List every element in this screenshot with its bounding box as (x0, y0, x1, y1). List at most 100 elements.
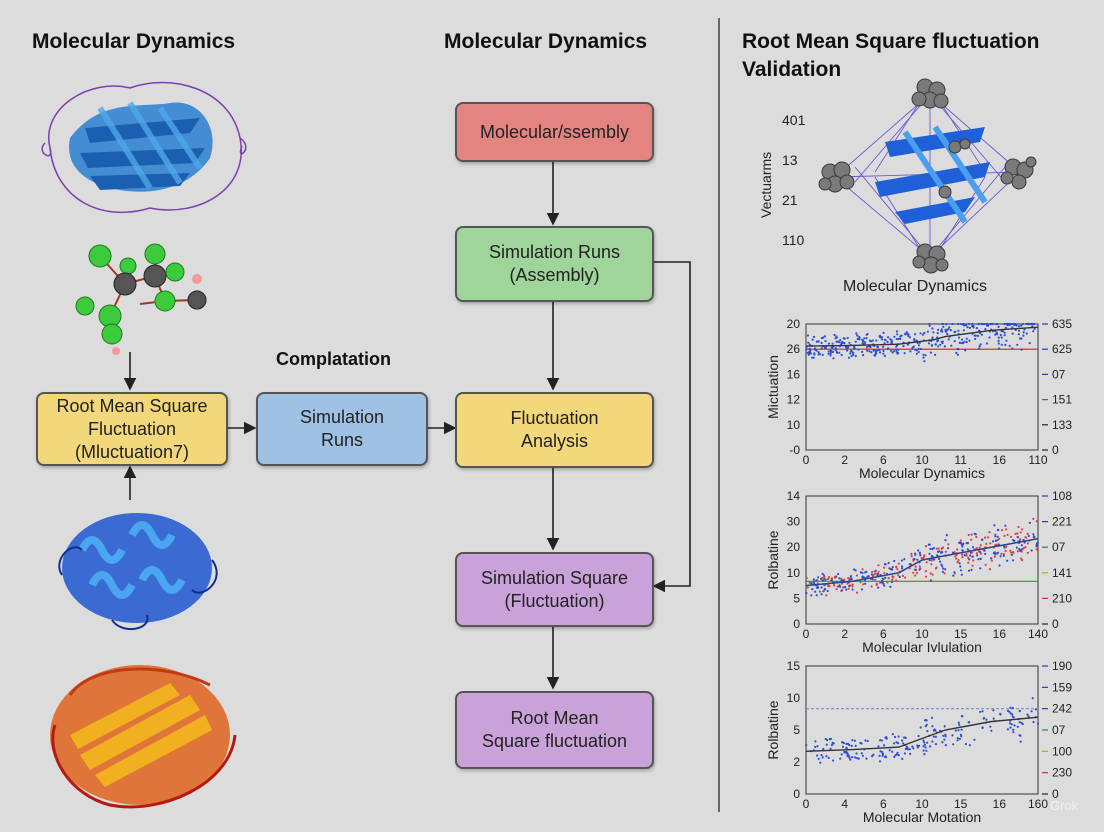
data-point (979, 544, 982, 547)
data-point (968, 339, 971, 342)
data-point (939, 343, 942, 346)
data-point (979, 332, 982, 335)
data-point (1006, 559, 1009, 562)
y-tick-label: 0 (793, 787, 800, 801)
data-point (952, 743, 955, 746)
y-axis-label: Mictuation (768, 355, 781, 419)
data-point (853, 756, 857, 759)
data-point (951, 734, 954, 737)
data-point (913, 557, 916, 561)
y-tick-label: 12 (787, 393, 801, 407)
data-point (945, 534, 948, 537)
data-point (903, 752, 906, 755)
data-point (902, 345, 905, 348)
data-point (945, 323, 948, 326)
data-point (912, 747, 915, 750)
data-point (822, 579, 825, 582)
data-point (806, 586, 809, 589)
data-point (816, 754, 819, 757)
x-tick-label: 10 (915, 627, 929, 641)
data-point (1011, 326, 1014, 329)
x-tick-label: 0 (803, 797, 810, 811)
data-point (1024, 546, 1027, 549)
data-point (862, 583, 865, 586)
data-point (980, 333, 983, 336)
data-point (917, 344, 920, 347)
data-point (947, 327, 950, 331)
data-point (953, 340, 956, 343)
data-point (971, 555, 974, 558)
data-point (865, 337, 868, 340)
right-tick-label: 133 (1052, 418, 1072, 432)
right-tick-label: 242 (1052, 702, 1072, 716)
data-point (817, 576, 820, 579)
protein-illustration-orange (50, 665, 237, 809)
data-point (823, 335, 827, 338)
data-point (1035, 520, 1038, 523)
data-point (848, 341, 851, 344)
data-point (931, 337, 934, 340)
data-point (953, 551, 956, 554)
data-point (917, 549, 920, 552)
data-point (811, 588, 814, 591)
data-point (830, 744, 834, 747)
data-point (918, 565, 921, 568)
data-point (827, 352, 830, 355)
data-point (960, 322, 963, 326)
data-point (868, 339, 871, 342)
data-point (988, 336, 991, 339)
data-point (931, 725, 934, 728)
data-point (882, 352, 885, 355)
watermark-text: Grok (1050, 798, 1079, 813)
data-point (923, 741, 926, 744)
data-point (981, 538, 984, 541)
trend-line (805, 538, 1039, 587)
data-point (977, 334, 980, 337)
data-point (1029, 322, 1032, 326)
plot-frame (805, 495, 1039, 625)
data-point (960, 569, 963, 572)
x-tick-label: 16 (993, 627, 1007, 641)
y-tick-label: 10 (787, 566, 801, 580)
data-point (1003, 534, 1006, 537)
right-tick-label: 625 (1052, 342, 1072, 356)
data-point (1015, 323, 1018, 326)
data-point (915, 352, 918, 355)
data-point (821, 756, 824, 759)
data-point (1012, 716, 1015, 719)
data-point (891, 733, 894, 736)
data-point (832, 357, 835, 360)
data-point (914, 574, 917, 577)
network-tick-4: 110 (782, 232, 805, 248)
data-point (997, 325, 1000, 328)
data-point (985, 542, 988, 545)
data-point (958, 737, 961, 740)
data-point (972, 324, 975, 328)
data-point (887, 577, 890, 580)
data-point (925, 561, 928, 564)
data-point (975, 552, 978, 555)
data-point (1028, 342, 1031, 345)
data-point (956, 560, 959, 564)
data-point (932, 546, 935, 550)
y-tick-label: 26 (787, 342, 801, 356)
data-point (944, 568, 947, 571)
data-point (1031, 697, 1034, 700)
data-point (860, 752, 863, 755)
data-point (922, 356, 925, 359)
data-point (998, 564, 1001, 567)
data-point (984, 563, 987, 566)
data-point (877, 564, 880, 567)
data-point (866, 349, 869, 352)
right-tick-label: 210 (1052, 591, 1072, 605)
data-point (926, 730, 929, 733)
data-point (850, 744, 853, 747)
x-tick-label: 6 (880, 627, 887, 641)
data-point (954, 729, 957, 732)
data-point (1028, 521, 1031, 524)
data-point (816, 586, 819, 590)
data-point (964, 742, 967, 746)
right-tick-label: 635 (1052, 318, 1072, 331)
data-point (890, 341, 893, 344)
data-point (926, 330, 929, 333)
